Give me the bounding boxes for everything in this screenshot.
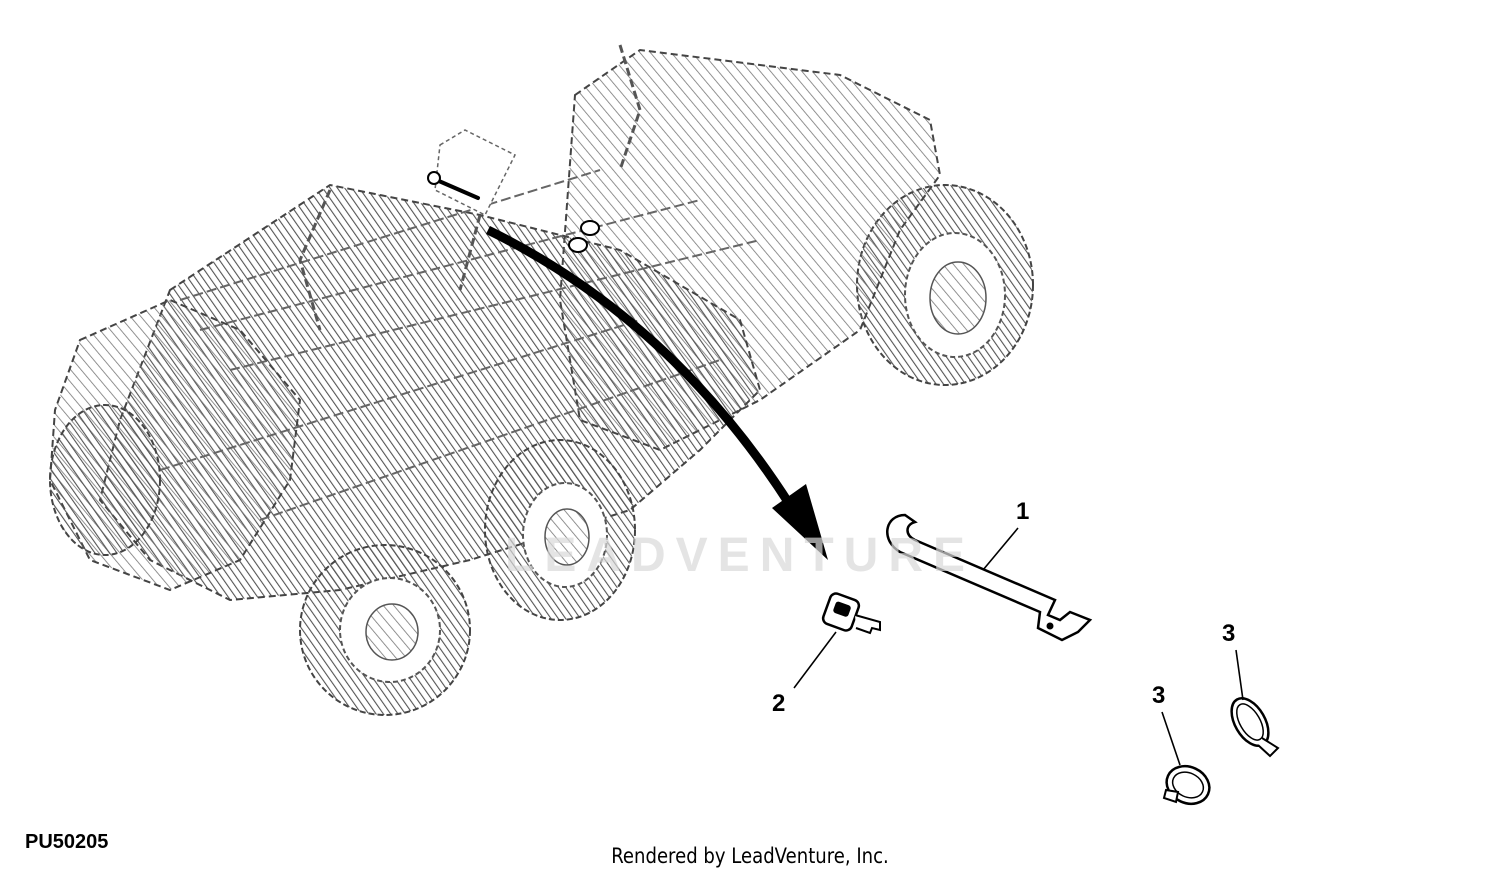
strap-part <box>1230 697 1280 758</box>
leader-lines <box>793 527 1244 766</box>
wrench-part <box>886 513 1093 642</box>
key-part <box>821 592 881 635</box>
callout-3: 3 <box>1222 620 1236 647</box>
figure-id: PU50205 <box>25 831 109 853</box>
callout-2: 2 <box>772 690 786 717</box>
vehicle-outline <box>48 44 1034 716</box>
middle-wheel <box>484 439 636 621</box>
callout-3: 3 <box>1152 682 1166 709</box>
rear-wheel <box>856 184 1034 386</box>
credit-line: Rendered by LeadVenture, Inc. <box>611 844 889 868</box>
strap-part <box>1162 764 1211 806</box>
front-wheel <box>49 404 161 556</box>
callout-1: 1 <box>1016 498 1030 525</box>
rear-left-wheel <box>299 544 471 716</box>
watermark: LEADVENTURE <box>505 529 976 582</box>
direction-arrow <box>486 225 828 560</box>
